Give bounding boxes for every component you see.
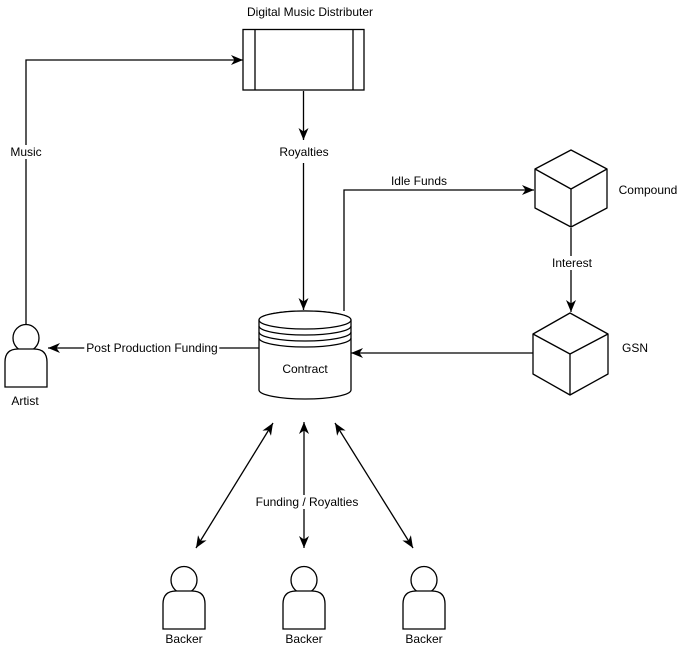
compound-cube-icon [534, 149, 608, 228]
compound-node-label: Compound [618, 183, 678, 197]
backer-3-node-label: Backer [405, 632, 443, 646]
backer-1-person-icon [162, 565, 206, 630]
artist-node-label: Artist [11, 394, 39, 408]
idle-funds-edge-label: Idle Funds [388, 174, 450, 188]
artist-person-icon [4, 323, 48, 388]
interest-edge-label: Interest [549, 256, 595, 270]
contract-cylinder-icon [258, 310, 352, 400]
backer-3-person-icon [402, 565, 446, 630]
contract-node-label: Contract [282, 362, 328, 376]
funding-royalties-edge-label: Funding / Royalties [253, 495, 361, 509]
idle-funds-arrow [343, 185, 534, 311]
gsn-node-label: GSN [621, 341, 649, 355]
funding-arrow-right [334, 422, 414, 549]
distributor-process-box [242, 28, 365, 91]
gsn-cube-icon [532, 312, 609, 396]
music-edge-label: Music [8, 145, 44, 159]
funding-arrow-left [195, 422, 274, 549]
backer-2-node-label: Backer [285, 632, 323, 646]
backer-1-node-label: Backer [165, 632, 203, 646]
royalties-edge-label: Royalties [277, 145, 331, 159]
distributor-node-label: Digital Music Distributer [246, 5, 374, 19]
music-arrow [25, 55, 243, 324]
post-production-funding-edge-label: Post Production Funding [84, 341, 220, 355]
backer-2-person-icon [282, 565, 326, 630]
